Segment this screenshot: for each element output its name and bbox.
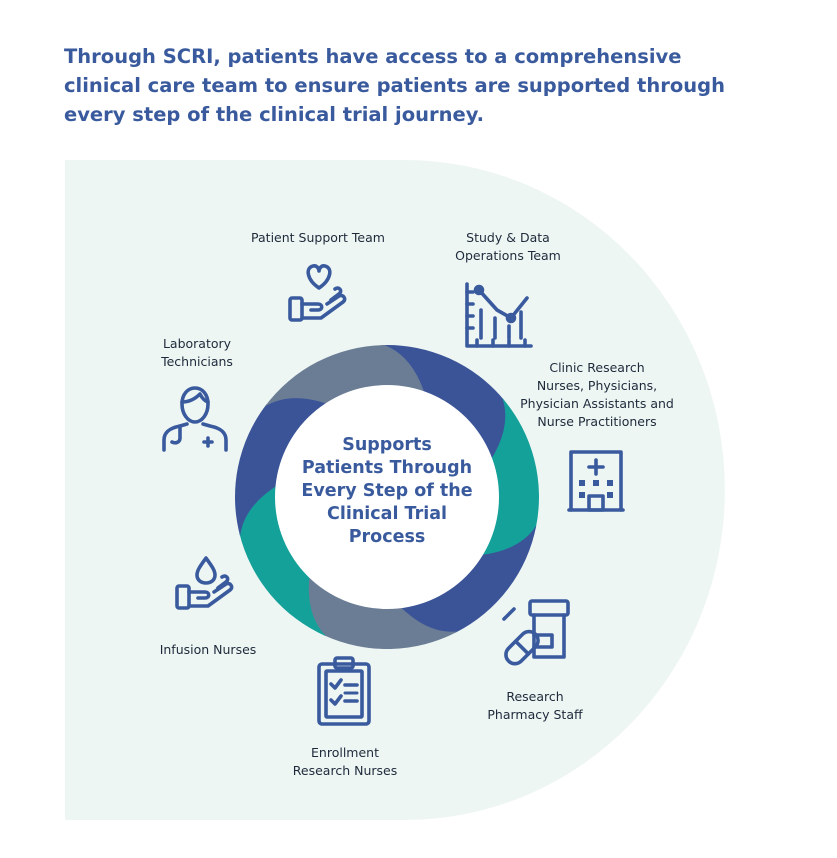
label-patient-support-team: Patient Support Team xyxy=(251,230,385,245)
label-study-data-operations-team: Study & Data Operations Team xyxy=(455,230,561,263)
clipboard-icon xyxy=(317,656,371,726)
pill-bottle-icon xyxy=(502,599,570,666)
label-enrollment-research-nurses: Enrollment Research Nurses xyxy=(292,745,398,778)
drop-hand-icon xyxy=(175,556,234,610)
chart-icon xyxy=(465,282,533,348)
hospital-icon xyxy=(567,450,625,512)
heart-hand-icon xyxy=(288,264,347,322)
label-laboratory-technicians: Laboratory Technicians xyxy=(161,336,233,369)
technician-icon xyxy=(162,386,228,452)
label-research-pharmacy-staff: Research Pharmacy Staff xyxy=(487,689,583,722)
headline: Through SCRI, patients have access to a … xyxy=(64,45,725,126)
label-infusion-nurses: Infusion Nurses xyxy=(159,642,257,657)
center-text: Supports Patients Through Every Step of … xyxy=(301,435,473,547)
label-clinic-research-nurses: Clinic Research Nurses, Physicians, Phys… xyxy=(520,360,674,429)
